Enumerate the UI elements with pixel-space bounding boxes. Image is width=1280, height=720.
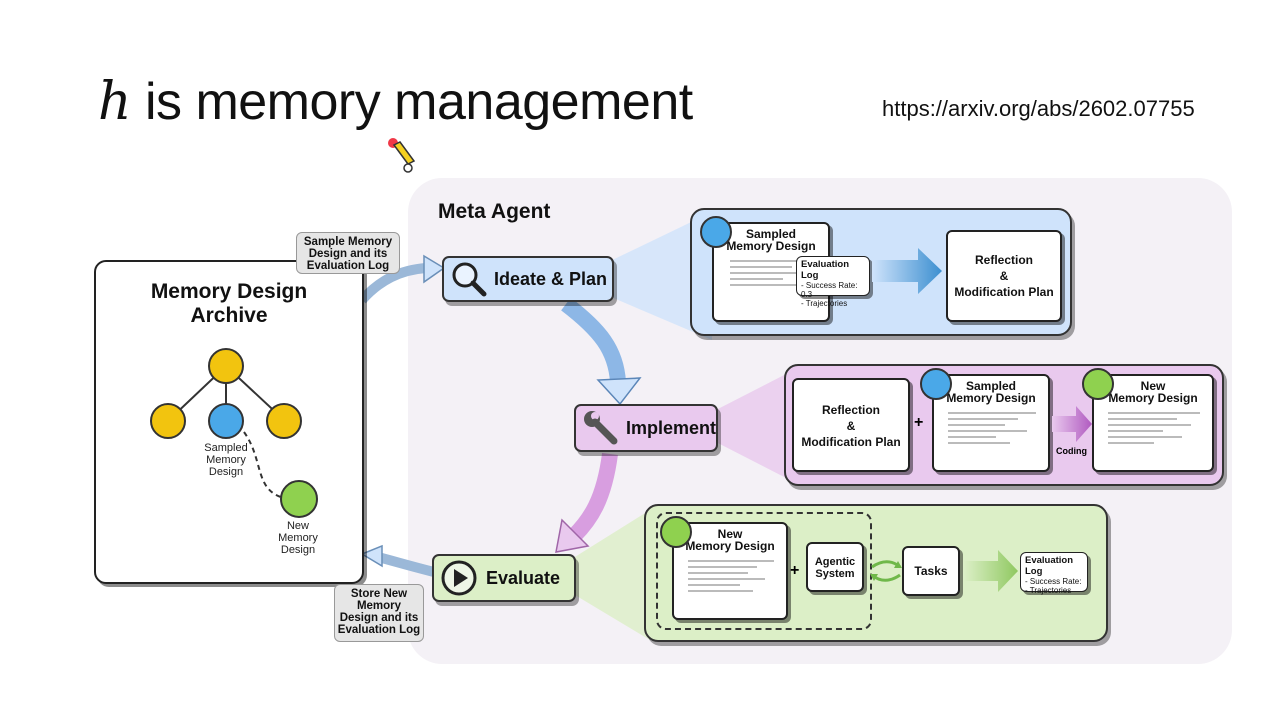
archive-title-line1: Memory Design (150, 280, 308, 303)
ideate-eval-log: Evaluation Log - Success Rate: 0.3 - Tra… (796, 256, 870, 308)
exchange-arrows-icon (870, 560, 902, 582)
agentic-system-card: Agentic System (806, 542, 864, 592)
implement-plus: + (914, 414, 924, 431)
label-line: Memory (278, 532, 318, 544)
implement-new-node (1082, 368, 1114, 400)
archive-sampled-node (208, 403, 244, 439)
tasks-card: Tasks (902, 546, 960, 596)
arrow-right-icon (872, 248, 942, 294)
label-line: Design (280, 544, 316, 556)
card-title-line: Memory Design (726, 239, 816, 253)
log-title: Evaluation Log (1025, 555, 1074, 577)
archive-right-node (266, 403, 302, 439)
card-title-line: New (717, 527, 743, 541)
note-line: Design and its (308, 248, 388, 260)
stage-implement: Implement (574, 404, 718, 452)
card-title-line: Sampled (965, 379, 1016, 393)
label-line: Memory (206, 454, 246, 466)
stage-evaluate-label: Evaluate (486, 567, 561, 588)
card-line: System (815, 568, 855, 580)
meta-agent-label: Meta Agent (438, 200, 551, 223)
log-item: - Success Rate: 0.3 (801, 281, 858, 299)
stage-evaluate: Evaluate (432, 554, 576, 602)
archive-new-label: New Memory Design (268, 520, 328, 556)
magnifier-icon (452, 262, 487, 297)
card-line: Reflection (821, 403, 880, 417)
archive-sampled-label: Sampled Memory Design (196, 442, 256, 478)
pen-cursor-icon (388, 138, 416, 173)
archive-root-node (208, 348, 244, 384)
label-line: Sampled (204, 442, 248, 454)
store-note: Store New Memory Design and its Evaluati… (334, 584, 424, 642)
ideate-reflection-card: Reflection & Modification Plan (946, 230, 1062, 322)
log-item: - Success Rate: (1025, 577, 1082, 586)
card-line: Modification Plan (801, 435, 901, 449)
slide-title: h is memory management (98, 72, 693, 132)
log-item: - Trajectories (801, 299, 848, 308)
implement-sampled-card: Sampled Memory Design (932, 374, 1050, 472)
tasks-label: Tasks (914, 564, 948, 578)
sample-note: Sample Memory Design and its Evaluation … (296, 232, 400, 274)
card-line: Reflection (974, 253, 1033, 267)
note-line: Store New (350, 588, 408, 600)
code-snippet (1094, 404, 1212, 444)
evaluate-plus: + (790, 562, 800, 579)
ideate-sampled-node (700, 216, 732, 248)
code-snippet (674, 552, 786, 592)
implement-new-card: New Memory Design (1092, 374, 1214, 472)
archive-left-node (150, 403, 186, 439)
evaluate-new-node (660, 516, 692, 548)
log-title: Evaluation Log (801, 259, 850, 281)
evaluate-dashed-group (656, 512, 872, 630)
coding-label: Coding (1056, 446, 1087, 456)
note-line: Memory (356, 600, 402, 612)
arrow-right-icon (1052, 406, 1092, 442)
label-line: New (286, 520, 309, 532)
arxiv-url[interactable]: https://arxiv.org/abs/2602.07755 (882, 96, 1195, 121)
card-line: & (846, 419, 856, 433)
note-line: Evaluation Log (337, 624, 421, 636)
card-title-line: Sampled (745, 227, 796, 241)
log-item: - Trajectories (1025, 586, 1072, 595)
wrench-icon (583, 411, 618, 445)
code-snippet (714, 252, 828, 286)
implement-sampled-node (920, 368, 952, 400)
play-icon (441, 560, 477, 596)
stage-implement-label: Implement (625, 417, 716, 438)
stage-ideate-label: Ideate & Plan (494, 268, 608, 289)
code-snippet (934, 404, 1048, 444)
note-line: Sample Memory (303, 236, 393, 248)
label-line: Design (208, 466, 244, 478)
card-line: Modification Plan (954, 285, 1054, 299)
card-title-line: Memory Design (1108, 391, 1198, 405)
note-line: Design and its (339, 612, 419, 624)
title-text: is memory management (131, 73, 693, 131)
title-variable: h (98, 72, 132, 132)
evaluate-new-card: New Memory Design (672, 522, 788, 620)
card-title-line: Memory Design (946, 391, 1036, 405)
arrow-right-icon (964, 550, 1018, 592)
archive-title-line2: Archive (190, 304, 268, 327)
card-title-line: Memory Design (685, 539, 775, 553)
card-line: & (999, 269, 1009, 283)
archive-title: Memory Design Archive (94, 280, 364, 328)
card-title-line: New (1140, 379, 1166, 393)
stage-ideate-plan: Ideate & Plan (442, 256, 614, 302)
archive-new-node (280, 480, 318, 518)
evaluate-eval-log: Evaluation Log - Success Rate: - Traject… (1020, 552, 1088, 595)
note-line: Evaluation Log (306, 260, 390, 272)
implement-reflection-card: Reflection & Modification Plan (792, 378, 910, 472)
card-line: Agentic (814, 556, 856, 568)
